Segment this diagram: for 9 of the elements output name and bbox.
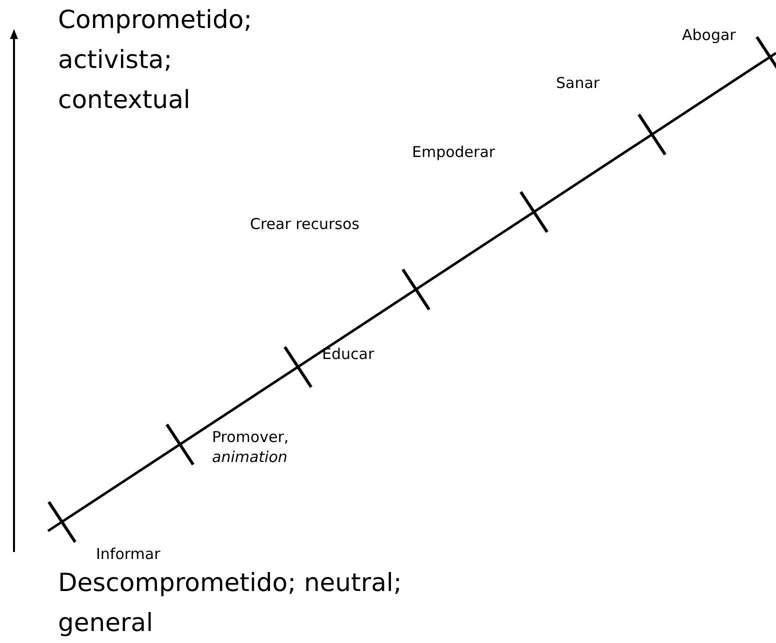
step-label: Sanar: [556, 74, 601, 94]
step-label: Informar: [96, 545, 162, 564]
step-label: Promover, animation: [212, 428, 290, 467]
step-label: Educar: [322, 345, 376, 364]
scale-top-label: Comprometido; activista; contextual: [58, 4, 254, 116]
step-label: Crear recursos: [250, 215, 360, 234]
step-label: Abogar: [682, 26, 737, 46]
scale-bottom-label: Descomprometido; neutral; general: [58, 567, 403, 639]
step-label: Empoderar: [412, 143, 496, 162]
